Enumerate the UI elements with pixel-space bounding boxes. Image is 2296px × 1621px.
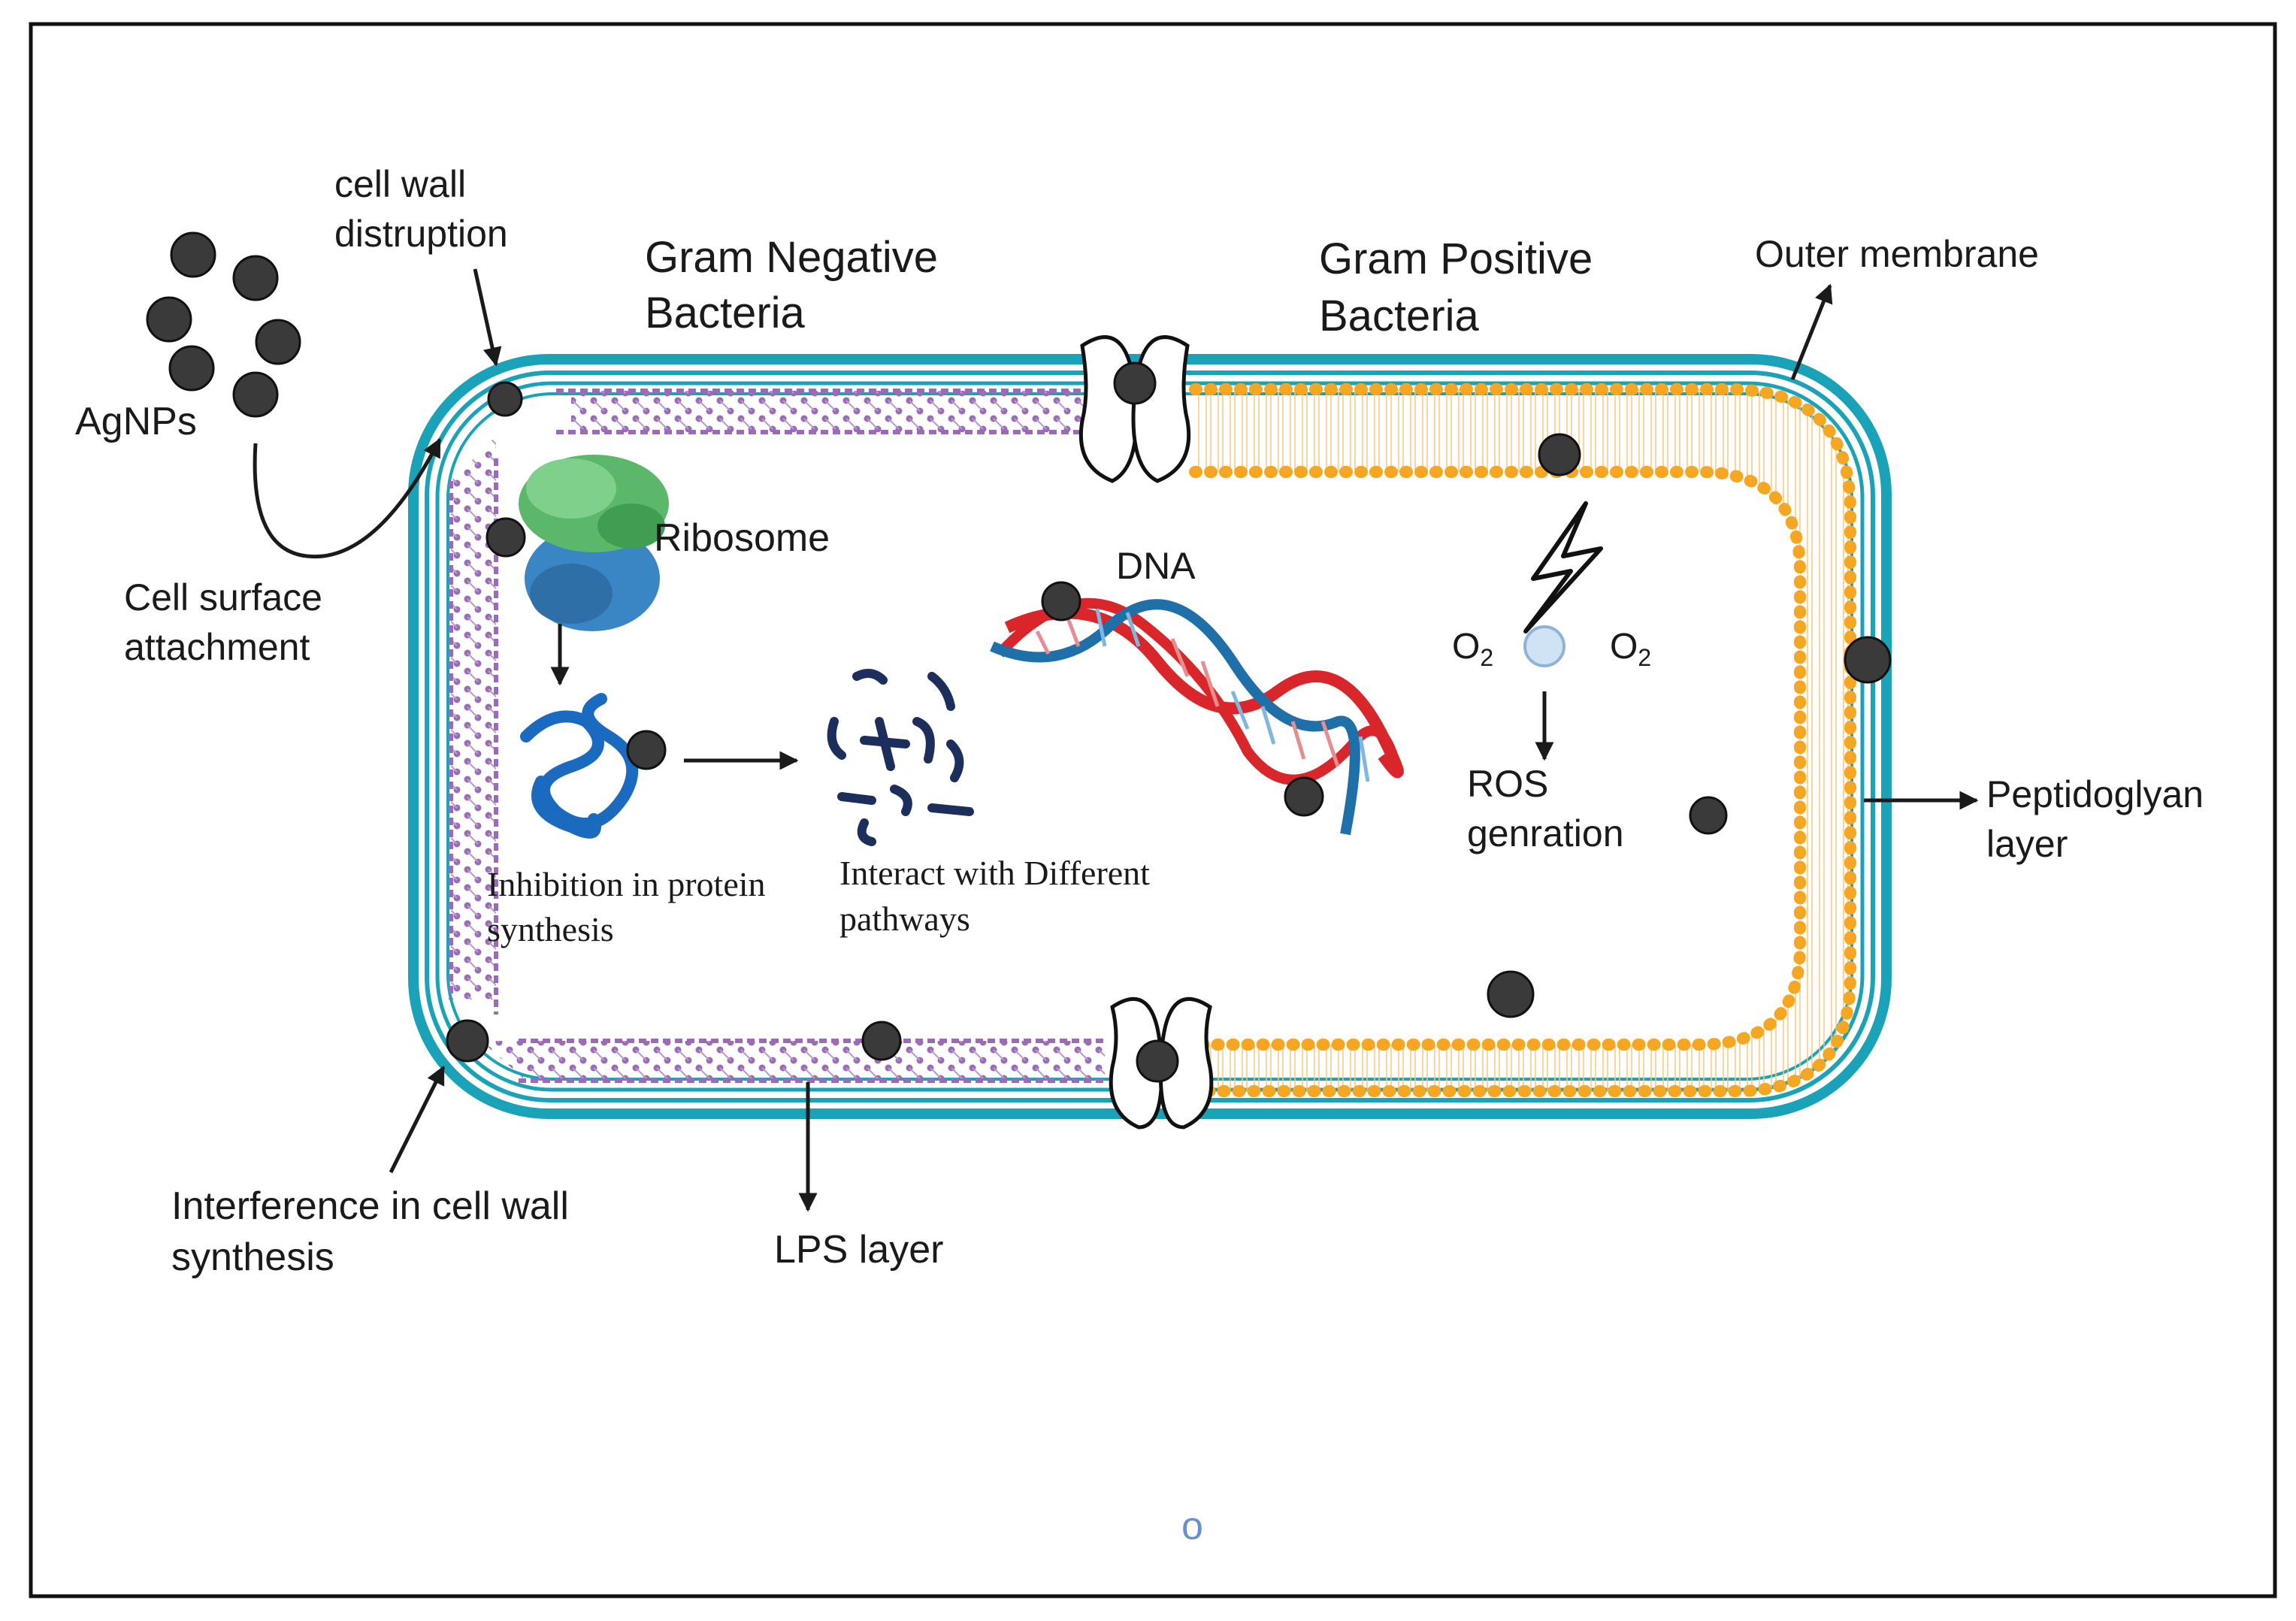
agnp-dot	[170, 231, 216, 278]
agnp-dot	[861, 1021, 902, 1061]
agnp-dot	[255, 319, 301, 365]
lightning-bolt-icon	[1523, 501, 1603, 634]
arrow-outer-membrane	[1790, 283, 1833, 380]
protein-fragments-icon	[827, 669, 974, 846]
label-interact-2: pathways	[839, 900, 970, 938]
label-interference-1: Interference in cell wall	[171, 1184, 569, 1228]
protein-strand-icon	[520, 693, 639, 839]
agnp-dot	[146, 296, 192, 343]
agnp-dot	[1041, 581, 1081, 621]
labels: cell wall distruption Gram Negative Bact…	[75, 163, 2204, 1548]
silver-nanoparticles	[146, 231, 1892, 1083]
agnp-dot	[232, 255, 279, 301]
peptidoglycan-outer-dots	[1189, 383, 1856, 1097]
agnp-dot	[1487, 970, 1535, 1018]
agnp-dot	[232, 371, 279, 418]
label-gram-positive-1: Gram Positive	[1319, 234, 1593, 283]
lps-band-bottom	[481, 1041, 1105, 1081]
label-peptidoglycan-1: Peptidoglyan	[1986, 773, 2204, 815]
label-ros-1: ROS	[1467, 763, 1548, 805]
agnp-dot	[626, 730, 667, 770]
label-inhibition-2: synthesis	[487, 910, 614, 948]
dna-helix-icon	[990, 597, 1404, 836]
stray-mark: o	[1181, 1505, 1203, 1548]
agnp-dot	[1844, 636, 1892, 684]
ribosome-icon	[519, 455, 669, 631]
agnp-dot	[487, 381, 523, 417]
agnp-dot	[1689, 796, 1728, 835]
label-gram-negative-2: Bacteria	[645, 289, 806, 337]
lps-band-top	[571, 391, 1097, 432]
agnp-dot	[1538, 433, 1581, 476]
agnp-dot	[446, 1019, 489, 1063]
agnp-dot	[1113, 361, 1157, 405]
label-dna: DNA	[1116, 545, 1196, 587]
label-ribosome: Ribosome	[654, 516, 830, 560]
label-o2-right: O2	[1610, 627, 1651, 671]
agnp-dot	[1136, 1039, 1179, 1083]
label-gram-negative-1: Gram Negative	[645, 233, 938, 282]
label-cell-surface-2: attachment	[124, 626, 310, 668]
label-agnps: AgNPs	[75, 400, 197, 443]
arrows	[253, 268, 1979, 1212]
label-cell-wall-disruption-1: cell wall	[334, 163, 466, 205]
outer-frame	[29, 22, 2277, 1598]
label-lps-layer: LPS layer	[774, 1228, 943, 1272]
label-interact-1: Interact with Different	[839, 854, 1150, 892]
o2-bubble-icon	[1523, 625, 1565, 667]
label-inhibition-1: Inhibition in protein	[487, 865, 766, 903]
arrow-agnps-attachment	[253, 437, 442, 559]
label-cell-surface-1: Cell surface	[124, 576, 322, 618]
label-interference-2: synthesis	[171, 1235, 334, 1279]
agnp-dot	[1284, 776, 1324, 817]
agnp-dot	[168, 345, 215, 392]
peptidoglycan-bilayer	[1195, 389, 1850, 1091]
bacterial-cell	[408, 335, 1892, 1130]
arrow-interference	[389, 1065, 446, 1174]
arrow-cell-wall-disruption	[473, 268, 502, 367]
label-outer-membrane: Outer membrane	[1755, 233, 2039, 275]
agnp-dot	[486, 517, 526, 558]
label-peptidoglycan-2: layer	[1986, 823, 2068, 865]
label-o2-left: O2	[1452, 627, 1493, 671]
peptidoglycan-inner-dots	[1189, 466, 1806, 1051]
label-gram-positive-2: Bacteria	[1319, 292, 1480, 340]
lps-band-left	[451, 436, 496, 1000]
label-cell-wall-disruption-2: distruption	[334, 213, 508, 255]
label-ros-2: genration	[1467, 812, 1624, 854]
